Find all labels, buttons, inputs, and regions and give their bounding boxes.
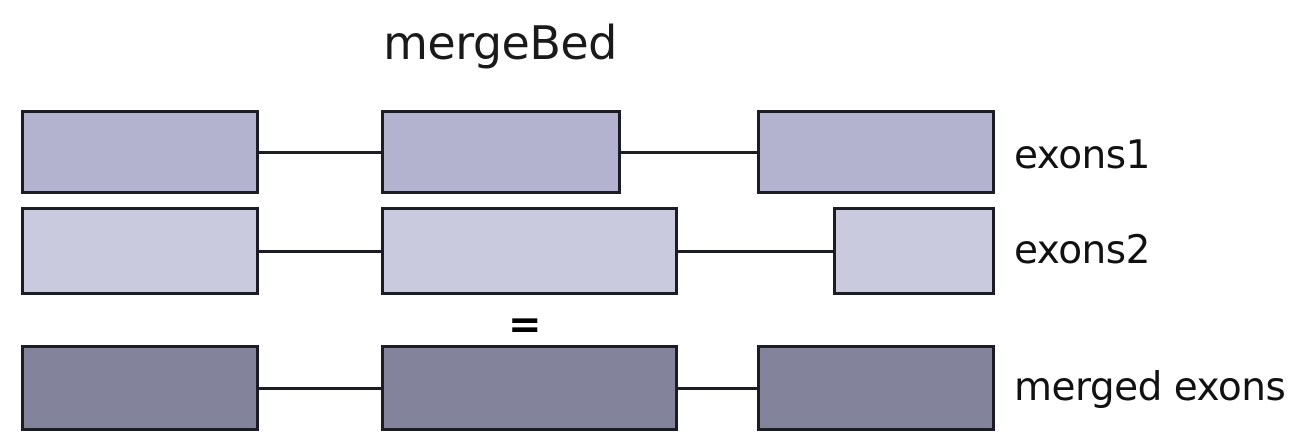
exon-box — [833, 207, 995, 295]
exon-box — [21, 345, 259, 431]
intron-connector — [259, 151, 381, 154]
exon-box — [21, 110, 259, 194]
intron-connector — [678, 250, 833, 253]
exon-box — [381, 345, 678, 431]
row-label-exons2: exons2 — [1014, 228, 1150, 273]
row-label-exons1: exons1 — [1014, 133, 1150, 178]
intron-connector — [259, 387, 381, 390]
row-label-merged-exons: merged exons — [1014, 365, 1286, 410]
intron-connector — [621, 151, 757, 154]
exon-box — [757, 110, 995, 194]
equals-operator: = — [508, 302, 542, 348]
exon-box — [21, 207, 259, 295]
exon-box — [381, 207, 678, 295]
intron-connector — [678, 387, 757, 390]
exon-box — [381, 110, 621, 194]
intron-connector — [259, 250, 381, 253]
exon-box — [757, 345, 995, 431]
page-title: mergeBed — [383, 16, 617, 70]
